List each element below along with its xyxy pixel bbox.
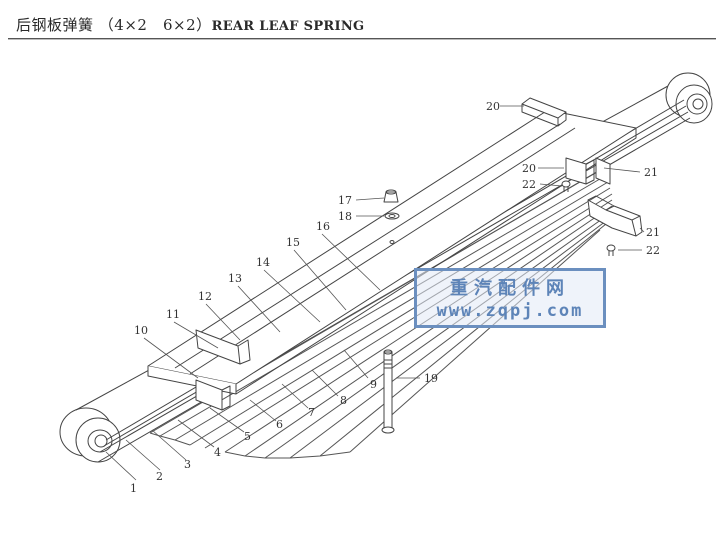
callout-18: 18 <box>338 210 352 223</box>
callout-2: 2 <box>156 470 163 483</box>
clip-front-inner <box>195 379 231 411</box>
callout-12: 12 <box>198 290 212 303</box>
header-rule <box>8 38 716 40</box>
callout-6: 6 <box>276 418 283 431</box>
screw-22-upper <box>561 180 571 192</box>
clip-rear <box>565 157 611 185</box>
bracket-20-upper <box>521 97 567 127</box>
watermark: 重汽配件网 www.zqpj.com <box>414 268 606 328</box>
callout-14: 14 <box>256 256 270 269</box>
callout-16: 16 <box>316 220 330 233</box>
callout-20-upper: 20 <box>486 100 500 113</box>
spring-pad <box>147 109 637 395</box>
callout-13: 13 <box>228 272 242 285</box>
title-chinese: 后钢板弹簧 <box>16 16 94 34</box>
callout-8: 8 <box>340 394 347 407</box>
bolt-19 <box>381 349 395 434</box>
callout-11: 11 <box>166 308 180 321</box>
callout-9: 9 <box>370 378 377 391</box>
callout-labels: 1 2 3 4 5 6 7 8 9 10 11 12 13 14 15 16 1… <box>130 100 660 495</box>
callout-19: 19 <box>424 372 438 385</box>
screw-22-lower <box>606 244 616 256</box>
leader-lines <box>105 105 645 481</box>
watermark-url: www.zqpj.com <box>436 301 584 321</box>
title-english: REAR LEAF SPRING <box>211 19 365 34</box>
callout-4: 4 <box>214 446 221 459</box>
callout-22-upper: 22 <box>522 178 536 191</box>
callout-21-upper: 21 <box>644 166 658 179</box>
callout-5: 5 <box>244 430 251 443</box>
header: 后钢板弹簧 （4×2 6×2）REAR LEAF SPRING <box>0 0 720 44</box>
title-variant: （4×2 6×2） <box>98 16 212 34</box>
center-bolt-assembly <box>383 189 400 244</box>
rear-eye <box>665 72 713 124</box>
callout-10: 10 <box>134 324 148 337</box>
watermark-chinese-text: 重汽配件网 <box>450 278 570 299</box>
bracket-21-lower <box>587 195 643 237</box>
callout-15: 15 <box>286 236 300 249</box>
callout-22-lower: 22 <box>646 244 660 257</box>
page-title: 后钢板弹簧 （4×2 6×2）REAR LEAF SPRING <box>16 14 364 35</box>
callout-3: 3 <box>184 458 191 471</box>
callout-21-lower: 21 <box>646 226 660 239</box>
callout-1: 1 <box>130 482 137 495</box>
clip-front-outer <box>195 329 251 365</box>
callout-7: 7 <box>308 406 315 419</box>
callout-20-lower: 20 <box>522 162 536 175</box>
callout-17: 17 <box>338 194 352 207</box>
